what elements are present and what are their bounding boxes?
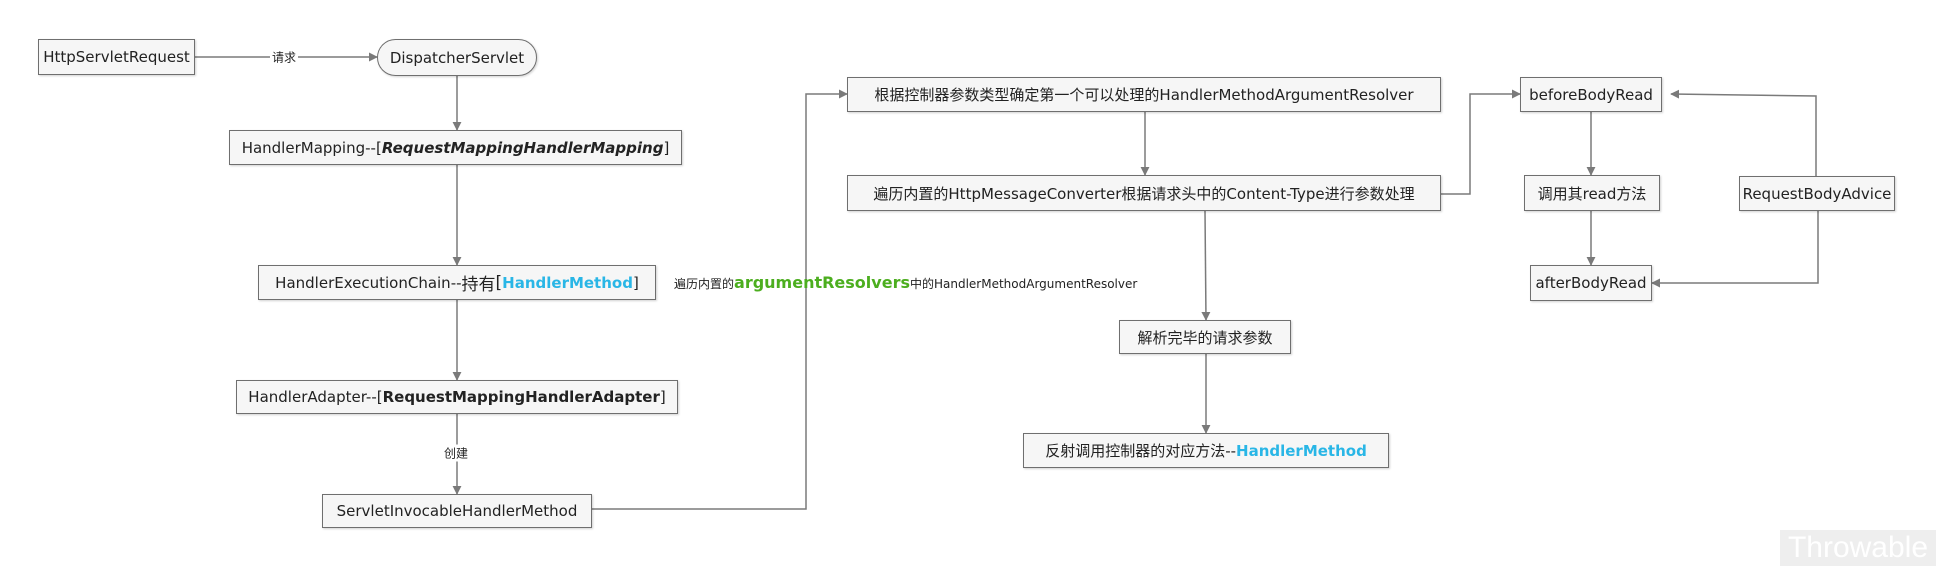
- edge-invocable-to-resolver: [592, 89, 848, 510]
- edge-label-create: 创建: [441, 444, 471, 462]
- resolvers-prefix: 遍历内置的: [674, 277, 735, 291]
- node-call-read-label: 调用其read方法: [1537, 184, 1647, 203]
- adapter-suffix: ]: [659, 388, 666, 406]
- handler-mapping-highlight: RequestMappingHandlerMapping: [381, 138, 664, 157]
- node-after-body-read-label: afterBodyRead: [1535, 274, 1647, 292]
- node-before-body-read: beforeBodyRead: [1520, 77, 1662, 112]
- node-iterate-converters-label: 遍历内置的HttpMessageConverter根据请求头中的Content-…: [873, 184, 1415, 203]
- node-parsed-params: 解析完毕的请求参数: [1119, 320, 1291, 354]
- edge-advice-to-after: [1651, 211, 1819, 288]
- resolvers-suffix: 中的HandlerMethodArgumentResolver: [909, 277, 1138, 291]
- chain-bracket-open: [: [495, 272, 503, 293]
- node-servlet-invocable-handler-method: ServletInvocableHandlerMethod: [322, 494, 592, 528]
- node-before-body-read-label: beforeBodyRead: [1529, 85, 1653, 104]
- node-request-body-advice: RequestBodyAdvice: [1739, 176, 1895, 211]
- node-dispatcher-servlet: DispatcherServlet: [377, 39, 537, 76]
- node-reflect-invoke: 反射调用控制器的对应方法--HandlerMethod: [1023, 433, 1389, 468]
- edge-converters-to-parsed: [1201, 210, 1211, 321]
- node-http-servlet-request-label: HttpServletRequest: [43, 48, 190, 66]
- edge-converters-to-before: [1441, 89, 1521, 195]
- reflect-prefix: 反射调用控制器的对应方法--: [1045, 442, 1237, 460]
- reflect-highlight: HandlerMethod: [1236, 441, 1367, 460]
- node-iterate-converters: 遍历内置的HttpMessageConverter根据请求头中的Content-…: [847, 175, 1441, 211]
- chain-highlight: HandlerMethod: [502, 273, 633, 292]
- handler-mapping-prefix: HandlerMapping--[: [241, 138, 382, 157]
- node-determine-resolver-label: 根据控制器参数类型确定第一个可以处理的HandlerMethodArgument…: [874, 86, 1414, 104]
- node-handler-adapter: HandlerAdapter--[RequestMappingHandlerAd…: [236, 380, 678, 414]
- node-handler-execution-chain: HandlerExecutionChain--持有[HandlerMethod]: [258, 265, 656, 300]
- adapter-prefix: HandlerAdapter--[: [248, 388, 383, 406]
- node-handler-mapping: HandlerMapping--[RequestMappingHandlerMa…: [229, 130, 682, 165]
- adapter-highlight: RequestMappingHandlerAdapter: [382, 388, 660, 406]
- node-request-body-advice-label: RequestBodyAdvice: [1742, 184, 1892, 203]
- chain-prefix: HandlerExecutionChain--: [275, 273, 462, 292]
- node-invocable-label: ServletInvocableHandlerMethod: [336, 502, 578, 520]
- chain-cjk: 持有: [461, 275, 496, 295]
- chain-suffix: ]: [632, 273, 639, 292]
- handler-mapping-suffix: ]: [663, 138, 670, 157]
- resolvers-highlight: argumentResolvers: [734, 273, 910, 292]
- node-http-servlet-request: HttpServletRequest: [38, 39, 195, 75]
- node-parsed-params-label: 解析完毕的请求参数: [1137, 328, 1273, 347]
- edge-advice-to-before: [1670, 89, 1817, 176]
- node-dispatcher-servlet-label: DispatcherServlet: [389, 48, 525, 67]
- node-determine-resolver: 根据控制器参数类型确定第一个可以处理的HandlerMethodArgument…: [847, 77, 1441, 112]
- node-after-body-read: afterBodyRead: [1530, 265, 1652, 301]
- watermark: Throwable: [1780, 530, 1936, 566]
- edge-label-request: 请求: [269, 48, 299, 66]
- node-call-read: 调用其read方法: [1524, 175, 1660, 211]
